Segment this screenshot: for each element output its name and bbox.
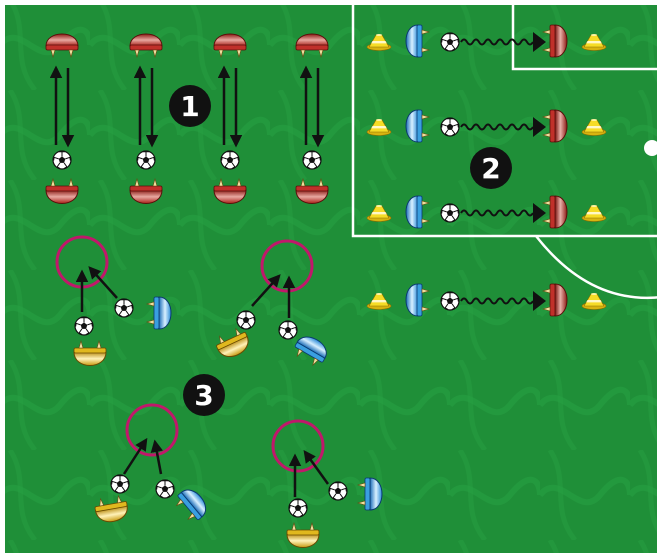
soccer-ball-icon [114, 298, 134, 318]
arrow-icon [533, 203, 546, 223]
soccer-ball-icon [278, 320, 298, 340]
soccer-ball-icon [288, 498, 308, 518]
lane-1 [366, 24, 607, 58]
soccer-ball-icon [110, 474, 130, 494]
group-a [55, 235, 172, 366]
pair-2 [129, 33, 163, 204]
soccer-ball-icon [155, 479, 175, 499]
pitch-markings [351, 4, 662, 300]
soccer-ball-icon [220, 150, 240, 170]
soccer-ball-icon [328, 481, 348, 501]
lane-2 [366, 109, 607, 143]
zone-number-2: 2 [481, 152, 500, 185]
soccer-ball-icon [302, 150, 322, 170]
soccer-ball-icon [440, 117, 460, 137]
zone-number-3: 3 [194, 379, 213, 412]
zone-number-1: 1 [180, 90, 199, 123]
group-b [212, 239, 332, 370]
soccer-ball-icon [136, 150, 156, 170]
penalty-spot [644, 140, 660, 156]
zone-badge-3: 3 [183, 374, 225, 416]
lane-4 [366, 283, 607, 317]
arrow-icon [533, 32, 546, 52]
zone-3-target-groups [55, 235, 383, 548]
target-circle-icon [125, 403, 179, 457]
target-circle-icon [271, 419, 325, 473]
lane-3 [366, 195, 607, 229]
arrow-icon [533, 291, 546, 311]
pair-1 [45, 33, 79, 204]
zone-2-dribble-lanes [366, 24, 607, 317]
soccer-ball-icon [52, 150, 72, 170]
soccer-ball-icon [440, 32, 460, 52]
soccer-ball-icon [236, 310, 256, 330]
zone-badge-2: 2 [470, 147, 512, 189]
dribble-path-icon [460, 209, 534, 217]
group-c [93, 403, 212, 526]
group-d [271, 419, 383, 548]
zone-badge-1: 1 [169, 85, 211, 127]
pair-4 [295, 33, 329, 204]
dribble-path-icon [460, 297, 534, 305]
zone-1-passing-pairs [45, 33, 329, 204]
arrow-icon [533, 117, 546, 137]
soccer-ball-icon [74, 316, 94, 336]
dribble-path-icon [460, 38, 534, 46]
target-circle-icon [260, 239, 314, 293]
soccer-ball-icon [440, 203, 460, 223]
dribble-path-icon [460, 123, 534, 131]
soccer-ball-icon [440, 291, 460, 311]
pair-3 [213, 33, 247, 204]
